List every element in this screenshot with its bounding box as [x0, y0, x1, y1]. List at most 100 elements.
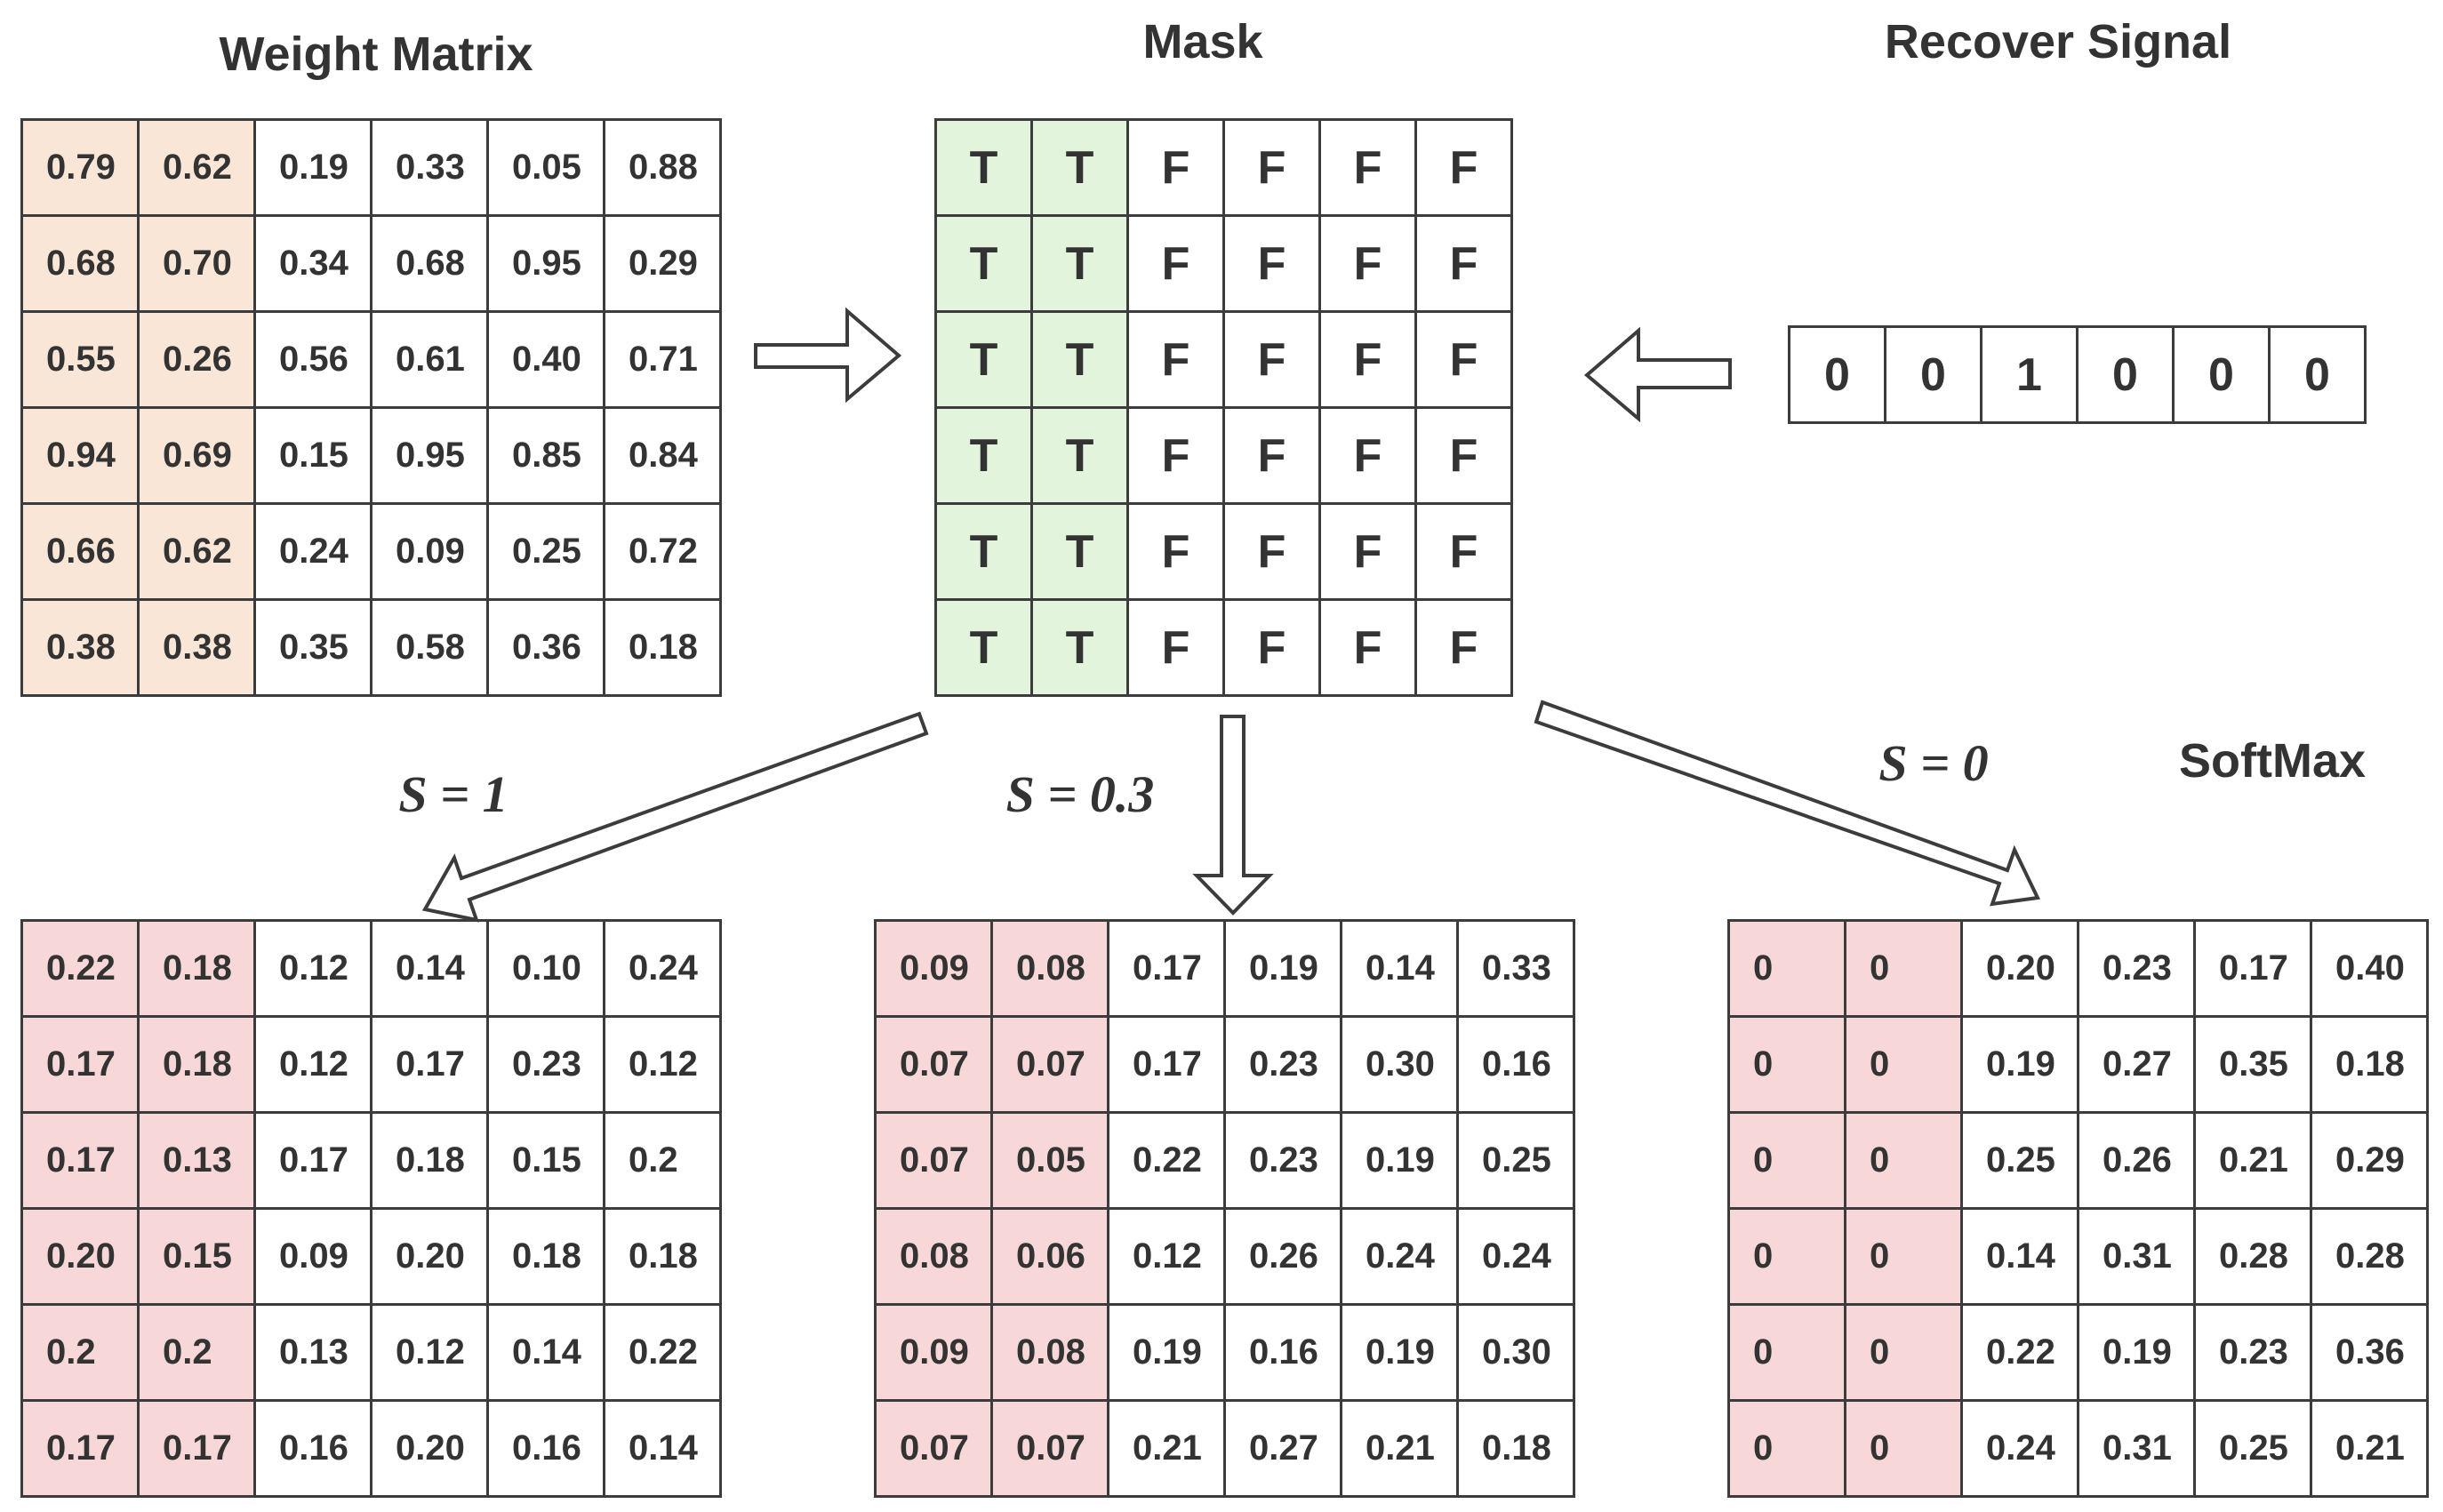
matrix-cell: 0.22	[20, 919, 140, 1018]
matrix-cell: 0	[1727, 1399, 1846, 1498]
matrix-cell: 0.17	[20, 1015, 140, 1114]
matrix-cell: 0.14	[370, 919, 489, 1018]
matrix-cell: 0.27	[2077, 1015, 2196, 1114]
matrix-cell: 0.22	[1107, 1111, 1226, 1210]
matrix-cell: 0.69	[137, 406, 256, 505]
matrix-cell: F	[1318, 598, 1417, 697]
matrix-cell: 0.18	[370, 1111, 489, 1210]
matrix-cell: 0.17	[2193, 919, 2312, 1018]
matrix-cell: 0.17	[137, 1399, 256, 1498]
matrix-cell: 0	[1844, 1207, 1963, 1306]
matrix-cell: 0.07	[990, 1399, 1109, 1498]
matrix-cell: F	[1414, 310, 1513, 409]
s-label-1: S = 1	[398, 765, 509, 823]
matrix-cell: 0.18	[1456, 1399, 1575, 1498]
arrow-down-left-icon	[421, 711, 929, 923]
matrix-cell: 0.18	[137, 1015, 256, 1114]
arrow-right-icon	[754, 307, 902, 404]
matrix-cell: 0.61	[370, 310, 489, 409]
matrix-cell: 0.33	[1456, 919, 1575, 1018]
matrix-cell: 0.25	[1456, 1111, 1575, 1210]
matrix-cell: 0.19	[253, 118, 372, 217]
matrix-cell: 0.68	[20, 214, 140, 313]
matrix-cell: 0.21	[1107, 1399, 1226, 1498]
matrix-cell: 0.08	[990, 1303, 1109, 1402]
matrix-cell: 0.15	[137, 1207, 256, 1306]
matrix-cell: 0.38	[137, 598, 256, 697]
matrix-cell: 0.19	[1107, 1303, 1226, 1402]
matrix-cell: 0.35	[2193, 1015, 2312, 1114]
matrix-cell: 0.16	[486, 1399, 605, 1498]
matrix-cell: F	[1318, 406, 1417, 505]
matrix-cell: 0.88	[603, 118, 722, 217]
matrix-cell: 0.23	[2193, 1303, 2312, 1402]
matrix-cell: T	[934, 118, 1033, 217]
matrix-cell: 0.15	[253, 406, 372, 505]
matrix-cell: F	[1222, 118, 1321, 217]
matrix-cell: T	[1030, 502, 1129, 601]
matrix-cell: 0.22	[1960, 1303, 2079, 1402]
matrix-cell: 0.17	[370, 1015, 489, 1114]
matrix-cell: 0.40	[486, 310, 605, 409]
matrix-cell: 0	[1844, 1111, 1963, 1210]
arrow-down-icon	[1192, 715, 1274, 916]
matrix-cell: 0.08	[874, 1207, 993, 1306]
matrix-cell: 0.20	[370, 1399, 489, 1498]
matrix-cell: F	[1414, 406, 1513, 505]
matrix-cell: 0.23	[1223, 1111, 1342, 1210]
matrix-cell: 0.17	[20, 1399, 140, 1498]
s-label-0.3: S = 0.3	[1005, 765, 1155, 823]
matrix-cell: 0.70	[137, 214, 256, 313]
matrix-cell: F	[1126, 118, 1225, 217]
matrix-cell: 0.36	[2310, 1303, 2429, 1402]
matrix-cell: F	[1222, 502, 1321, 601]
matrix-cell: 0.24	[253, 502, 372, 601]
matrix-cell: 0.18	[603, 1207, 722, 1306]
matrix-cell: F	[1318, 502, 1417, 601]
matrix-cell: 0.15	[486, 1111, 605, 1210]
matrix-cell: 0.2	[137, 1303, 256, 1402]
matrix-cell: 0.19	[2077, 1303, 2196, 1402]
matrix-cell: T	[934, 598, 1033, 697]
matrix-cell: F	[1318, 214, 1417, 313]
matrix-cell: 0.95	[370, 406, 489, 505]
matrix-cell: 0.18	[2310, 1015, 2429, 1114]
matrix-cell: 0.25	[486, 502, 605, 601]
matrix-cell: 0.55	[20, 310, 140, 409]
matrix-cell: 0.19	[1340, 1111, 1459, 1210]
matrix-cell: F	[1414, 598, 1513, 697]
matrix-cell: F	[1126, 310, 1225, 409]
matrix-cell: 0	[1844, 1399, 1963, 1498]
matrix-cell: 0.26	[2077, 1111, 2196, 1210]
matrix-cell: 0.09	[370, 502, 489, 601]
matrix-cell: 0.07	[874, 1111, 993, 1210]
matrix-cell: 0.09	[874, 919, 993, 1018]
matrix-cell: 0.25	[2193, 1399, 2312, 1498]
arrow-down-right-icon	[1534, 700, 2040, 907]
matrix-cell: 0.05	[990, 1111, 1109, 1210]
matrix-cell: F	[1126, 598, 1225, 697]
matrix-cell: 0.21	[2310, 1399, 2429, 1498]
matrix-cell: 0.17	[1107, 919, 1226, 1018]
matrix-cell: F	[1126, 406, 1225, 505]
matrix-cell: 0.18	[137, 919, 256, 1018]
